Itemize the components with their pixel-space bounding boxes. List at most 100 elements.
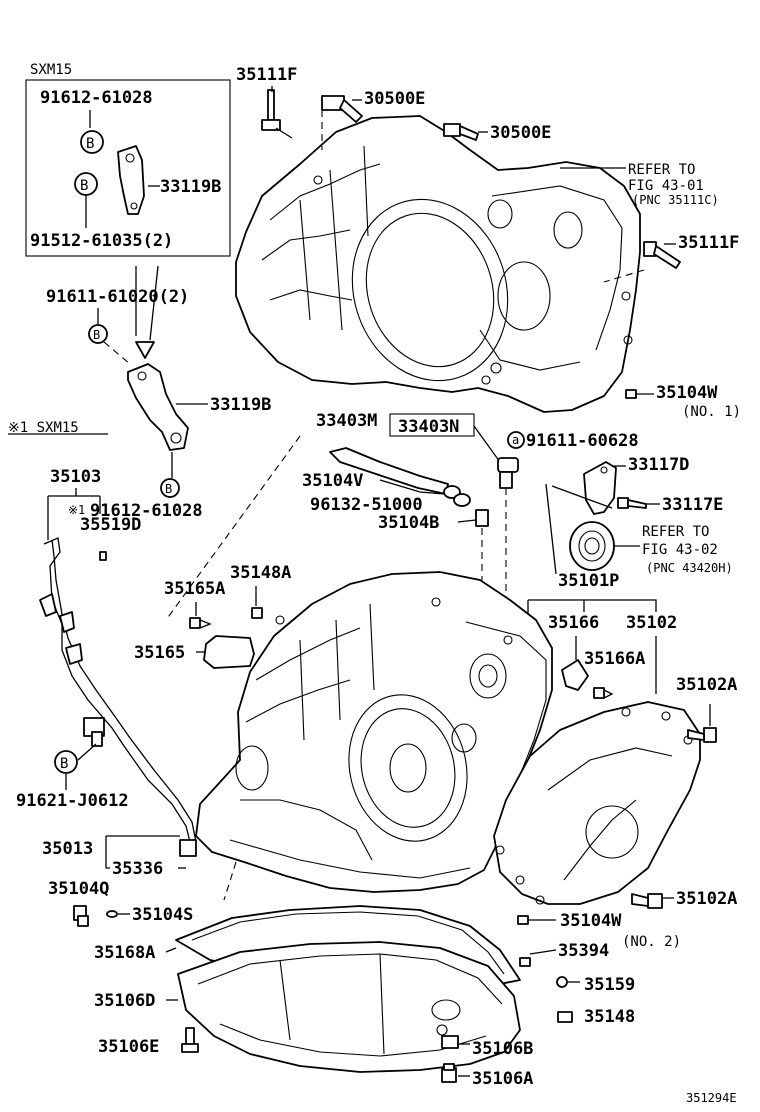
part-label-35101p[interactable]: 35101P: [558, 571, 619, 591]
refer-pnc-43420h: (PNC 43420H): [646, 561, 733, 575]
part-label-35104v[interactable]: 35104V: [302, 471, 363, 491]
leader-line: [47, 488, 101, 540]
gasket-35104s-icon: [106, 910, 118, 918]
part-label-33117e[interactable]: 33117E: [662, 495, 723, 515]
bolt-mark-b-icon: B: [74, 172, 98, 196]
plug-35148a-icon: [251, 607, 263, 619]
part-label-35104w-2[interactable]: 35104W: [560, 911, 622, 931]
leader-line: [529, 949, 557, 955]
part-label-35104q[interactable]: 35104Q: [48, 879, 109, 899]
part-label-35111f-2[interactable]: 35111F: [678, 233, 739, 253]
bolt-35111f-top-icon: [261, 89, 293, 139]
part-label-35519d[interactable]: 35519D: [80, 515, 141, 535]
part-label-35106a[interactable]: 35106A: [472, 1069, 533, 1089]
part-label-35166[interactable]: 35166: [548, 613, 599, 633]
leader-line: [584, 599, 657, 612]
leader-line: [149, 265, 159, 341]
leader-line: [77, 743, 97, 761]
note-no1: (NO. 1): [682, 404, 741, 420]
part-label-91512-61035[interactable]: 91512-61035(2): [30, 231, 173, 251]
part-label-35165a[interactable]: 35165A: [164, 579, 225, 599]
arrow-down-icon: [135, 341, 155, 359]
part-label-33119b-inset[interactable]: 33119B: [160, 177, 221, 197]
part-label-35148[interactable]: 35148: [584, 1007, 635, 1027]
part-label-33403n[interactable]: 33403N: [398, 417, 459, 437]
bolt-35166a-icon: [593, 687, 614, 699]
part-label-33403m[interactable]: 33403M: [316, 411, 377, 431]
label-frame: [389, 413, 475, 437]
part-label-35111f[interactable]: 35111F: [236, 65, 297, 85]
part-label-35106e[interactable]: 35106E: [98, 1037, 159, 1057]
part-label-35013[interactable]: 35013: [42, 839, 93, 859]
refer-to-line2: REFER TO: [642, 524, 709, 540]
leader-line: [223, 861, 237, 901]
drain-plug-35106a-icon: [441, 1063, 457, 1083]
bolt-35102a-top-icon: [687, 727, 717, 743]
part-label-91621-j0612[interactable]: 91621-J0612: [16, 791, 129, 811]
bracket-33119b-icon: [127, 363, 189, 451]
transaxle-housing-icon: [235, 115, 641, 413]
gasket-35394-icon: [519, 957, 531, 967]
oil-level-gauge-35103-icon: [39, 537, 197, 857]
plug-mark-a-icon: a: [507, 431, 525, 449]
part-label-96132-51000[interactable]: 96132-51000: [310, 495, 423, 515]
part-label-35103[interactable]: 35103: [50, 467, 101, 487]
part-label-33119b[interactable]: 33119B: [210, 395, 271, 415]
part-label-35106b[interactable]: 35106B: [472, 1039, 533, 1059]
o-ring-35519d-icon: [99, 551, 107, 561]
note-mark-1: ※1: [68, 503, 85, 517]
part-label-30500e-2[interactable]: 30500E: [490, 123, 551, 143]
part-label-33117d[interactable]: 33117D: [628, 455, 689, 475]
refer-fig-43-02[interactable]: FIG 43-02: [642, 542, 718, 558]
part-label-35102[interactable]: 35102: [626, 613, 677, 633]
bolt-30500e-b-icon: [443, 123, 479, 141]
part-label-30500e[interactable]: 30500E: [364, 89, 425, 109]
part-label-91612-61028[interactable]: 91612-61028: [90, 501, 203, 521]
part-label-35336[interactable]: 35336: [112, 859, 163, 879]
sxm15-inset-box: [25, 79, 231, 257]
part-label-35104w[interactable]: 35104W: [656, 383, 718, 403]
plug-35148-icon: [557, 1011, 573, 1023]
part-label-35394[interactable]: 35394: [558, 941, 609, 961]
bolt-mark-b-icon: B: [88, 324, 108, 344]
leader-line: [603, 269, 645, 283]
part-label-35148a[interactable]: 35148A: [230, 563, 291, 583]
part-label-91612-61028-inset[interactable]: 91612-61028: [40, 88, 153, 108]
plug-35104w-icon: [625, 389, 637, 399]
dowel-35166-icon: [561, 659, 589, 691]
sensor-bracket-33117d-icon: [551, 461, 617, 515]
leader-line: [379, 479, 445, 495]
svg-text:B: B: [86, 136, 94, 152]
drain-plug-35106b-icon: [441, 1035, 459, 1049]
bolt-35106e-icon: [181, 1027, 199, 1053]
leader-line: [103, 341, 131, 365]
plug-35104w-2-icon: [517, 915, 529, 925]
part-label-35159[interactable]: 35159: [584, 975, 635, 995]
part-label-35104s[interactable]: 35104S: [132, 905, 193, 925]
note-no2: (NO. 2): [622, 934, 681, 950]
bolt-35165a-icon: [189, 617, 212, 629]
part-label-35102a[interactable]: 35102A: [676, 675, 737, 695]
figure-id: 351294E: [686, 1091, 737, 1105]
transaxle-case-icon: [195, 571, 553, 893]
bolt-35102a-bottom-icon: [631, 893, 663, 909]
breather-plug-icon: [497, 457, 519, 489]
refer-fig-43-01[interactable]: FIG 43-01: [628, 178, 704, 194]
part-label-35102a-2[interactable]: 35102A: [676, 889, 737, 909]
part-label-35106d[interactable]: 35106D: [94, 991, 155, 1011]
union-35104b-icon: [475, 509, 489, 527]
part-label-35168a[interactable]: 35168A: [94, 943, 155, 963]
part-label-91611-61020[interactable]: 91611-61020(2): [46, 287, 189, 307]
bolt-33117e-icon: [617, 497, 647, 509]
refer-pnc-35111c: (PNC 35111C): [632, 193, 719, 207]
part-label-35104b[interactable]: 35104B: [378, 513, 439, 533]
part-label-91611-60628[interactable]: 91611-60628: [526, 431, 639, 451]
svg-text:B: B: [60, 756, 68, 772]
svg-text:B: B: [80, 178, 88, 194]
part-label-35165[interactable]: 35165: [134, 643, 185, 663]
leader-line: [165, 435, 301, 621]
part-label-35166a[interactable]: 35166A: [584, 649, 645, 669]
inset-title: SXM15: [30, 62, 72, 78]
